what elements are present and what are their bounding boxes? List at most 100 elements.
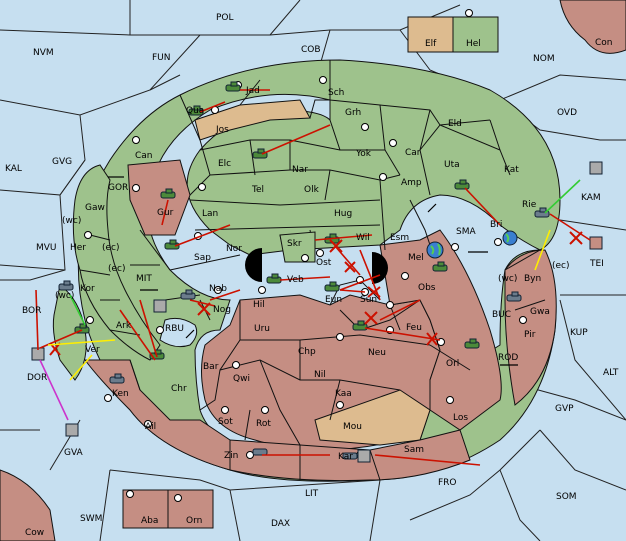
sea-label-dor: DOR	[27, 373, 47, 383]
land-label-gaw: Gaw	[85, 203, 105, 213]
land-label-olk: Olk	[304, 185, 320, 195]
sea-label-gvp: GVP	[555, 404, 574, 414]
land-label-hug: Hug	[334, 209, 352, 219]
sea-label-fro: FRO	[438, 478, 457, 488]
sea-label-sma: SMA	[456, 227, 476, 237]
coast-tag-byn-ec: (ec)	[552, 261, 570, 271]
land-label-nil: Nil	[314, 370, 326, 380]
coast-tag-kor-ec: (ec)	[108, 264, 126, 274]
land-label-ost: Ost	[316, 258, 332, 268]
sea-label-mit: MIT	[136, 274, 152, 284]
land-label-eld: Eld	[448, 119, 462, 129]
land-label-sam: Sam	[404, 445, 424, 455]
sea-label-cow: Cow	[25, 528, 44, 538]
sea-label-swm: SWM	[80, 514, 102, 524]
legend-hel-box	[452, 16, 499, 53]
sea-label-tei: TEI	[589, 259, 604, 269]
land-label-kar: Kar	[338, 452, 353, 462]
land-label-ken: Ken	[112, 389, 129, 399]
land-label-hil: Hil	[253, 300, 265, 310]
land-label-orn: Orn	[186, 516, 202, 526]
land-label-nog: Nog	[213, 305, 231, 315]
land-label-gur: Gur	[157, 208, 174, 218]
province-gur[interactable]	[127, 159, 191, 236]
land-label-grh: Grh	[345, 108, 361, 118]
sea-label-nom: NOM	[533, 54, 555, 64]
gate-left	[245, 248, 262, 282]
sea-label-dax: DAX	[271, 519, 290, 529]
legend-label-elf: Elf	[425, 39, 437, 49]
sea-label-gvg: GVG	[52, 157, 72, 167]
sea-label-ovd: OVD	[557, 108, 577, 118]
province-cow[interactable]	[0, 469, 56, 541]
sea-label-alt: ALT	[603, 368, 619, 378]
sea-label-som: SOM	[556, 492, 577, 502]
land-label-obs: Obs	[418, 283, 436, 293]
order-arrows	[35, 89, 591, 466]
land-label-sch: Sch	[328, 88, 344, 98]
land-label-ark: Ark	[116, 321, 132, 331]
sea-label-kam: KAM	[581, 193, 601, 203]
support-arrows-green	[69, 179, 581, 326]
legend-labels: Elf Hel	[425, 39, 481, 49]
land-label-eun: Eun	[325, 295, 342, 305]
land-label-qwi: Qwi	[233, 374, 250, 384]
sea-rbu[interactable]	[159, 317, 198, 348]
land-label-zin: Zin	[224, 451, 238, 461]
land-label-tel: Tel	[251, 185, 264, 195]
province-jos[interactable]	[194, 99, 311, 141]
land-label-nab: Nab	[209, 284, 227, 294]
land-label-byn: Byn	[524, 274, 541, 284]
land-label-jad: Jad	[245, 86, 260, 96]
land-label-pir: Pir	[524, 330, 536, 340]
sea-label-lit: LIT	[305, 489, 319, 499]
army-units[interactable]	[74, 81, 480, 360]
province-borders	[79, 60, 546, 481]
land-label-nar: Nar	[292, 165, 308, 175]
land-label-mel: Mel	[408, 253, 424, 263]
sea-label-kup: KUP	[570, 328, 588, 338]
land-label-yok: Yok	[355, 149, 372, 159]
land-label-kor: Kor	[80, 284, 95, 294]
land-label-veb: Veb	[287, 275, 304, 285]
globe-icon	[426, 241, 444, 259]
sea-label-pol: POL	[216, 13, 234, 23]
sea-label-rbu: RBU	[165, 324, 184, 334]
sea-label-buc: BUC	[492, 310, 511, 320]
province-her-region[interactable]	[72, 164, 161, 361]
land-label-lan: Lan	[202, 209, 218, 219]
coast-tags: (wc) (ec) (ec) (wc) (wc) (ec)	[55, 216, 570, 301]
land-label-neu: Neu	[368, 348, 386, 358]
sea-label-cob: COB	[301, 45, 321, 55]
retreat-arrow	[39, 359, 69, 421]
land-label-uru: Uru	[254, 324, 270, 334]
sea-labels: POL NVM FUN COB NOM Con OVD KAL GVG GOR …	[5, 13, 619, 538]
sea-label-gva: GVA	[64, 448, 84, 458]
land-label-can: Can	[135, 151, 153, 161]
land-label-elc: Elc	[218, 159, 231, 169]
coast-tag-her-ec: (ec)	[102, 243, 120, 253]
land-label-sun: Sun	[360, 295, 377, 305]
land-label-qua: Qua	[186, 106, 204, 116]
land-label-sot: Sot	[218, 417, 233, 427]
land-label-chp: Chp	[298, 347, 316, 357]
sea-label-fun: FUN	[152, 53, 171, 63]
land-label-esm: Esm	[390, 233, 409, 243]
fleet-units[interactable]	[31, 161, 603, 463]
sea-label-nvm: NVM	[33, 48, 54, 58]
land-label-orl: Orl	[446, 359, 459, 369]
globe-icon	[502, 230, 518, 246]
province-con[interactable]	[559, 0, 626, 54]
land-label-bri: Bri	[490, 220, 502, 230]
land-label-skr: Skr	[287, 239, 302, 249]
coast-tag-kor-wc: (wc)	[55, 291, 74, 301]
land-label-jos: Jos	[215, 125, 229, 135]
land-label-ver: Ver	[85, 345, 100, 355]
land-label-aba: Aba	[141, 516, 158, 526]
land-label-rot: Rot	[256, 419, 271, 429]
sea-label-mvu: MVU	[36, 243, 57, 253]
land-label-los: Los	[453, 413, 468, 423]
land-label-rie: Rie	[522, 200, 537, 210]
sea-label-rod: ROD	[498, 353, 518, 363]
